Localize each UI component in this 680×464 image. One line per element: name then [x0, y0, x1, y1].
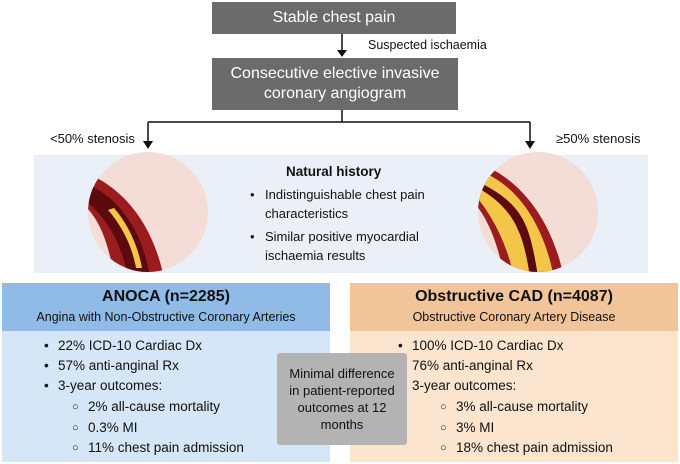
cad-bullet-1: • — [398, 338, 403, 353]
anoca-outcome-1: 2% all-cause mortality — [88, 399, 221, 414]
anoca-title: ANOCA (n=2285) — [102, 288, 230, 305]
anoca-bullet-1: • — [44, 338, 49, 353]
cad-item-3: 3-year outcomes: — [412, 378, 517, 393]
cad-subtitle: Obstructive Coronary Artery Disease — [412, 310, 616, 324]
note-line-4: months — [320, 417, 364, 432]
angiogram-line-2: coronary angiogram — [263, 85, 407, 102]
cad-outcome-2: 3% MI — [456, 420, 495, 435]
anoca-item-2: 57% anti-anginal Rx — [58, 358, 179, 373]
natural-history-point-2-line-2: ischaemia results — [265, 248, 366, 263]
anoca-item-3: 3-year outcomes: — [58, 378, 163, 393]
cad-item-1: 100% ICD-10 Cardiac Dx — [412, 338, 564, 353]
cad-item-2: 76% anti-anginal Rx — [412, 358, 533, 373]
anoca-sub-bullet-2: ○ — [72, 422, 79, 434]
minimal-difference-note: Minimal difference in patient-reported o… — [277, 353, 407, 445]
natural-history-point-1: • Indistinguishable chest pain character… — [250, 187, 425, 221]
cad-sub-bullet-3: ○ — [440, 442, 447, 454]
cad-outcome-3: 18% chest pain admission — [456, 440, 613, 455]
angiogram-box: Consecutive elective invasive coronary a… — [212, 58, 458, 110]
note-line-1: Minimal difference — [289, 366, 395, 381]
natural-history-point-1-line-2: characteristics — [265, 206, 349, 221]
stable-chest-pain-label: Stable chest pain — [272, 9, 396, 26]
anoca-bullet-3: • — [44, 378, 49, 393]
anoca-subtitle: Angina with Non-Obstructive Coronary Art… — [36, 310, 296, 324]
right-branch-label: ≥50% stenosis — [556, 131, 641, 146]
angiogram-line-1: Consecutive elective invasive — [230, 65, 440, 82]
anoca-item-1: 22% ICD-10 Cardiac Dx — [58, 338, 203, 353]
anoca-outcome-3: 11% chest pain admission — [88, 440, 244, 455]
cad-title: Obstructive CAD (n=4087) — [415, 288, 613, 305]
cad-sub-bullet-1: ○ — [440, 401, 447, 413]
top-arrows — [143, 34, 535, 149]
suspected-ischaemia-label: Suspected ischaemia — [368, 38, 487, 52]
anoca-sub-bullet-1: ○ — [72, 401, 79, 413]
natural-history-title: Natural history — [286, 164, 382, 179]
natural-history-point-2: • Similar positive myocardial ischaemia … — [250, 229, 419, 263]
note-line-3: outcomes at 12 — [297, 400, 387, 415]
left-branch-label: <50% stenosis — [50, 131, 135, 146]
cad-sub-bullet-2: ○ — [440, 422, 447, 434]
normal-artery-icon — [88, 152, 208, 272]
stable-chest-pain-box: Stable chest pain — [212, 2, 456, 34]
anoca-sub-bullet-3: ○ — [72, 442, 79, 454]
anoca-outcome-2: 0.3% MI — [88, 420, 138, 435]
note-line-2: in patient-reported — [289, 383, 395, 398]
natural-history-point-2-line-1: Similar positive myocardial — [265, 229, 419, 244]
anoca-header: ANOCA (n=2285) Angina with Non-Obstructi… — [2, 283, 330, 331]
stenosed-artery-icon — [478, 152, 598, 272]
cad-header: Obstructive CAD (n=4087) Obstructive Cor… — [350, 283, 678, 331]
natural-history-point-1-line-1: Indistinguishable chest pain — [265, 187, 425, 202]
anoca-bullet-2: • — [44, 358, 49, 373]
anoca-body — [2, 331, 330, 462]
cad-outcome-1: 3% all-cause mortality — [456, 399, 589, 414]
